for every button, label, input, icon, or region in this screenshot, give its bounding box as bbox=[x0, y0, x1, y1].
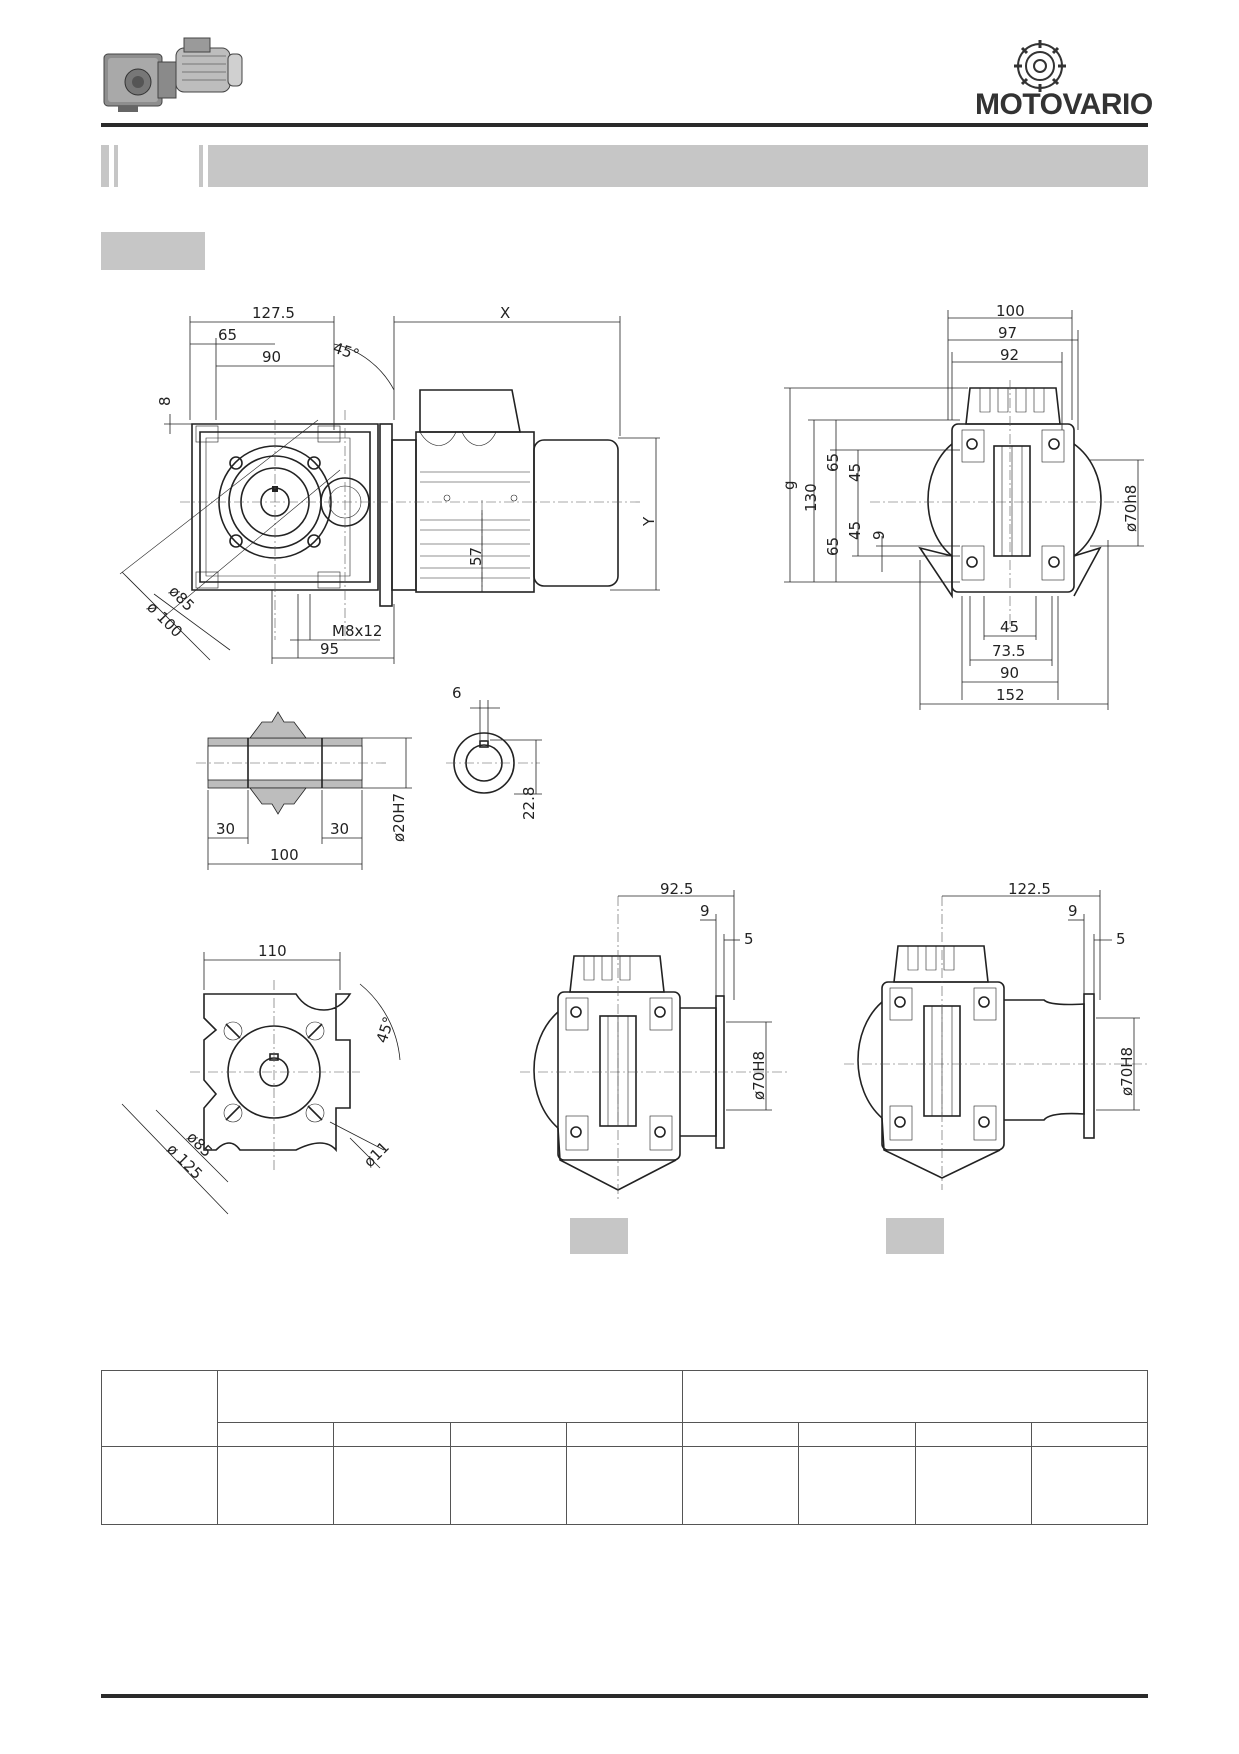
flange-option-a-label-box bbox=[570, 1218, 628, 1254]
section-title-tab-c bbox=[199, 145, 203, 187]
dim-shaft-30-left: 30 bbox=[216, 820, 235, 838]
dim-optB-122-5: 122.5 bbox=[1008, 880, 1051, 898]
dim-optA-92-5: 92.5 bbox=[660, 880, 693, 898]
dim-main-90: 90 bbox=[262, 348, 281, 366]
dim-optB-5: 5 bbox=[1116, 930, 1126, 948]
table-subheader-cell bbox=[798, 1422, 916, 1448]
dim-optA-d70h8: ø70H8 bbox=[750, 1051, 768, 1100]
table-subheader-cell bbox=[565, 1422, 684, 1448]
table-subheader-cell bbox=[681, 1422, 800, 1448]
dim-shaft-30-right: 30 bbox=[330, 820, 349, 838]
dim-side-65a: 65 bbox=[824, 453, 842, 472]
dim-shaft-100: 100 bbox=[270, 846, 299, 864]
dim-main-d85: ø85 bbox=[165, 582, 198, 615]
section-title-tab-b bbox=[114, 145, 118, 187]
dim-keyway-22-8: 22.8 bbox=[520, 787, 538, 820]
dim-main-127-5: 127.5 bbox=[252, 304, 295, 322]
dim-optA-5: 5 bbox=[744, 930, 754, 948]
header-rule bbox=[101, 123, 1148, 127]
specification-table bbox=[101, 1369, 1149, 1525]
section-title-tab-a bbox=[101, 145, 109, 187]
table-subheader-cell bbox=[333, 1422, 451, 1448]
table-row-label-cell bbox=[101, 1446, 218, 1525]
flange-view: 110 45° ø85 ø 125 ø11 bbox=[121, 942, 401, 1215]
table-subheader-row bbox=[102, 1422, 1149, 1448]
dim-side-g: g bbox=[780, 480, 798, 490]
dim-main-x: X bbox=[500, 304, 510, 322]
table-cell bbox=[681, 1446, 800, 1525]
dim-side-45a: 45 bbox=[846, 463, 864, 482]
dim-flange-d11: ø11 bbox=[360, 1138, 393, 1171]
brand-name: MOTOVARIO bbox=[975, 88, 1153, 121]
dim-flange-45deg: 45° bbox=[373, 1014, 398, 1045]
table-cell bbox=[565, 1446, 684, 1525]
dim-main-y: Y bbox=[640, 516, 658, 527]
subsection-label-box bbox=[101, 232, 205, 270]
dim-main-57: 57 bbox=[467, 547, 485, 566]
dim-side-73-5: 73.5 bbox=[992, 642, 1025, 660]
dim-side-9: 9 bbox=[870, 530, 888, 540]
table-cell bbox=[333, 1446, 451, 1525]
dim-side-100: 100 bbox=[996, 302, 1025, 320]
keyway-view: 6 22.8 bbox=[446, 684, 542, 820]
dim-main-95: 95 bbox=[320, 640, 339, 658]
section-title-bar bbox=[208, 145, 1148, 187]
dim-main-m8x12: M8x12 bbox=[332, 622, 382, 640]
dim-main-8: 8 bbox=[156, 396, 174, 406]
table-subheader-cell bbox=[914, 1422, 1032, 1448]
table-cell bbox=[216, 1446, 335, 1525]
dim-shaft-d20h7: ø20H7 bbox=[390, 793, 408, 842]
flange-option-a-view: 92.5 9 5 ø70H8 bbox=[520, 880, 790, 1200]
footer-rule bbox=[101, 1694, 1148, 1698]
table-row bbox=[101, 1446, 1149, 1525]
dim-side-bottom-90: 90 bbox=[1000, 664, 1019, 682]
dim-optA-9: 9 bbox=[700, 902, 710, 920]
shaft-view: 30 30 100 ø20H7 bbox=[196, 711, 412, 870]
table-cell bbox=[1030, 1446, 1149, 1525]
product-image bbox=[98, 30, 248, 116]
table-cell bbox=[449, 1446, 567, 1525]
main-view: 127.5 X 65 45° 90 8 Y 57 ø85 ø 100 M8x12… bbox=[119, 304, 660, 664]
dim-main-65: 65 bbox=[218, 326, 237, 344]
table-group-header-1 bbox=[217, 1369, 683, 1424]
dim-side-bottom-45: 45 bbox=[1000, 618, 1019, 636]
motovario-logo: MOTOVARIO bbox=[975, 40, 1155, 121]
table-corner-cell bbox=[101, 1369, 218, 1448]
dim-side-130: 130 bbox=[802, 483, 820, 512]
dim-side-92: 92 bbox=[1000, 346, 1019, 364]
dim-keyway-6: 6 bbox=[452, 684, 462, 702]
dim-main-45deg: 45° bbox=[331, 339, 362, 364]
dim-side-152: 152 bbox=[996, 686, 1025, 704]
table-cell bbox=[914, 1446, 1032, 1525]
dim-side-65b: 65 bbox=[824, 537, 842, 556]
dim-optB-9: 9 bbox=[1068, 902, 1078, 920]
table-group-header-2 bbox=[682, 1369, 1148, 1424]
motovario-gear-logo-icon bbox=[1014, 40, 1066, 92]
dim-side-d70h8: ø70h8 bbox=[1122, 485, 1140, 532]
gearmotor-illustration-icon bbox=[103, 37, 243, 112]
table-subheader-cell bbox=[216, 1422, 335, 1448]
table-cell bbox=[798, 1446, 916, 1525]
dim-side-45b: 45 bbox=[846, 521, 864, 540]
dim-optB-d70h8: ø70H8 bbox=[1118, 1047, 1136, 1096]
dim-side-97: 97 bbox=[998, 324, 1017, 342]
table-subheader-cell bbox=[1030, 1422, 1149, 1448]
flange-option-b-label-box bbox=[886, 1218, 944, 1254]
table-subheader-cell bbox=[449, 1422, 567, 1448]
flange-option-b-view: 122.5 9 5 ø70H8 bbox=[844, 880, 1150, 1190]
table-header-row bbox=[101, 1369, 1148, 1448]
dim-flange-110: 110 bbox=[258, 942, 287, 960]
side-view: 100 97 92 g 130 65 45 65 45 9 ø7 bbox=[780, 302, 1144, 710]
